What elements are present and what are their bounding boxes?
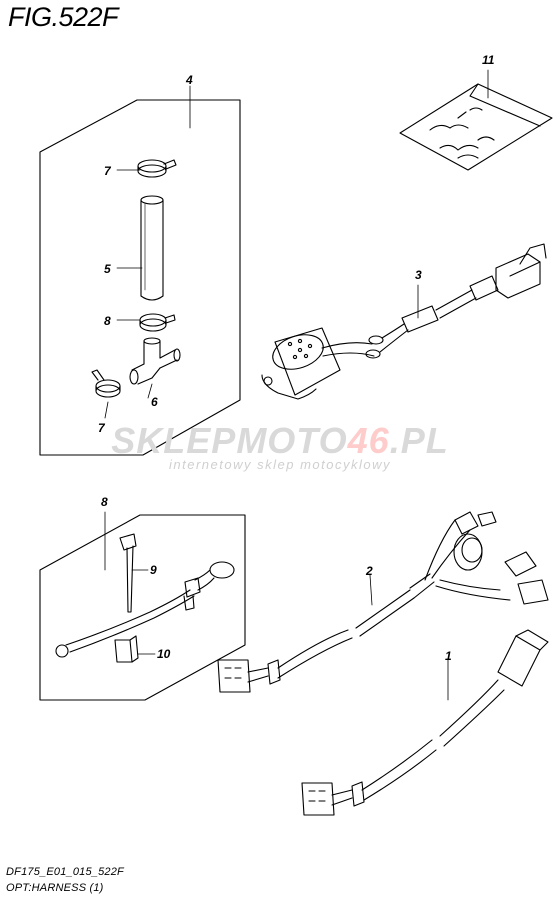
callout-5: 5: [104, 262, 111, 276]
ground-wire-icon: [55, 561, 235, 658]
small-connector-icon: [114, 635, 139, 663]
callout-3: 3: [415, 268, 422, 282]
parts-bag-icon: [399, 83, 553, 171]
footer-code: DF175_E01_015_522F: [6, 866, 124, 878]
hose-clamp-middle-icon: [139, 313, 176, 332]
callout-4: 4: [185, 73, 193, 87]
callout-7-top: 7: [104, 164, 112, 178]
hose-clamp-bottom-icon: [91, 369, 121, 398]
callout-2: 2: [365, 564, 373, 578]
callout-1: 1: [445, 649, 452, 663]
watermark-subtitle: internetowy sklep motocyklowy: [169, 457, 391, 472]
callout-10: 10: [157, 647, 171, 661]
hose-icon: [140, 195, 164, 301]
kit-8-outline: [39, 514, 246, 701]
leader-lines: [104, 69, 489, 701]
callout-9: 9: [150, 563, 157, 577]
watermark: SKLEPMOTO46.PL internetowy sklep motocyk…: [90, 420, 470, 473]
watermark-brand: SKLEPMOTO46.PL: [111, 420, 449, 461]
sensor-harness-icon: [261, 243, 547, 400]
callout-8-clamp: 8: [104, 314, 111, 328]
t-joint-icon: [129, 337, 181, 385]
hose-clamp-top-icon: [137, 159, 177, 178]
footer-caption: OPT:HARNESS (1): [6, 882, 104, 894]
figure-title: FIG.522F: [8, 2, 119, 32]
cable-tie-icon: [119, 533, 137, 613]
main-harness-icon: [217, 511, 549, 693]
kit-4-outline: [39, 99, 241, 456]
callout-8-kit: 8: [101, 495, 108, 509]
callout-6: 6: [151, 395, 158, 409]
callout-11: 11: [482, 53, 495, 67]
extension-harness-icon: [301, 629, 549, 816]
callout-7-bottom: 7: [98, 421, 106, 435]
